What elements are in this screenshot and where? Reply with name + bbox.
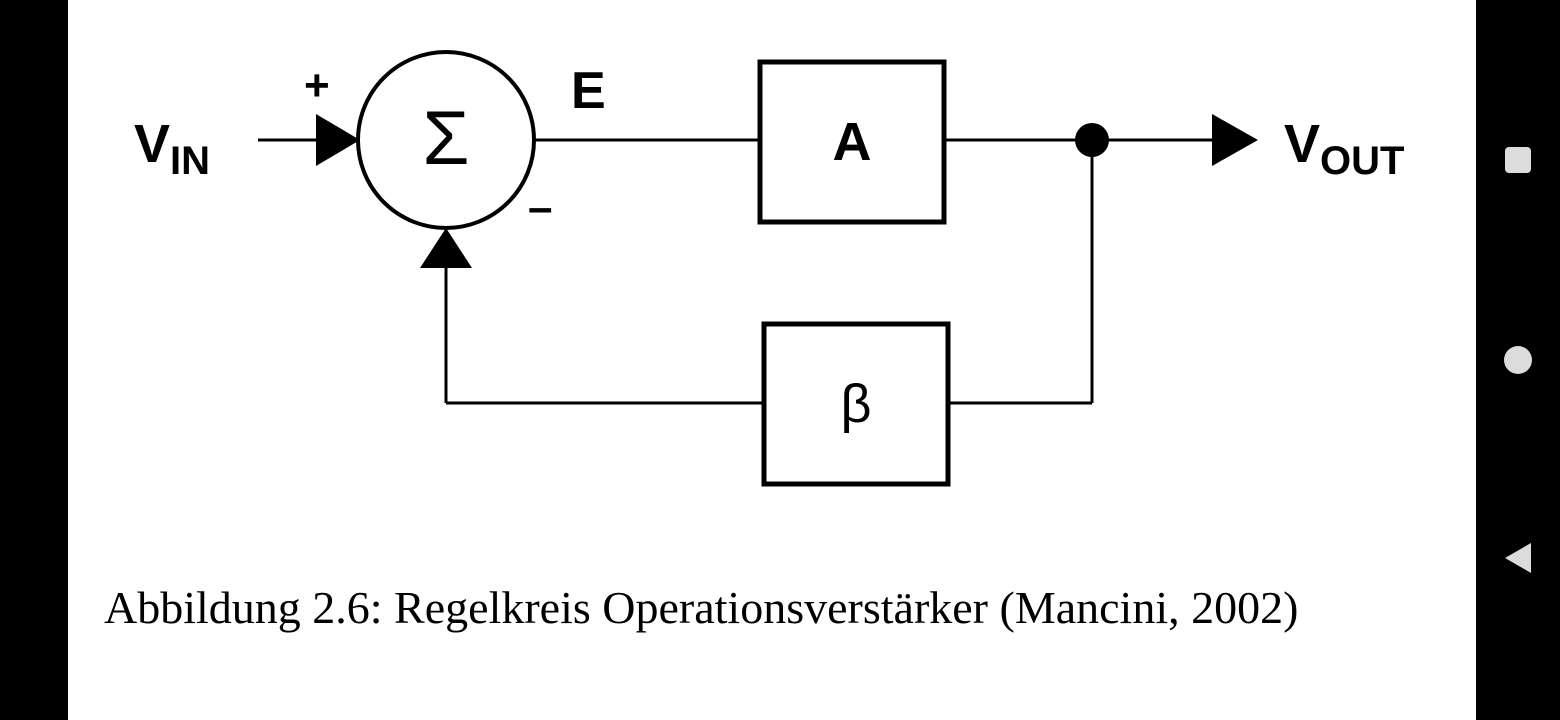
output-label-sub: OUT [1320,139,1404,183]
minus-sign: – [528,183,552,232]
back-button[interactable] [1476,516,1560,600]
forward-gain-label: A [833,112,872,172]
feedback-block-label: β [840,374,871,434]
output-arrowhead [1212,114,1258,166]
forward-gain-block [757,59,947,225]
back-triangle-icon [1505,543,1531,573]
summing-symbol: Σ [423,96,470,181]
recents-button[interactable] [1476,118,1560,202]
error-label: E [571,62,606,120]
feedback-block [761,321,951,487]
feedback-block-diagram: VIN + Σ – E A VOUT [134,50,1404,487]
plus-sign: + [304,61,330,110]
output-label-main: V [1284,114,1320,174]
document-view[interactable]: VIN + Σ – E A VOUT [68,0,1476,720]
input-label: VIN [134,114,210,183]
output-label: VOUT [1284,114,1404,183]
home-button[interactable] [1476,318,1560,402]
recents-square-icon [1505,147,1531,173]
input-label-main: V [134,114,170,174]
figure-caption: Abbildung 2.6: Regelkreis Operationsvers… [104,582,1299,633]
system-navigation-bar [1476,0,1560,720]
feedback-arrowhead [420,228,472,268]
home-circle-icon [1504,346,1532,374]
input-label-sub: IN [170,139,210,183]
input-arrowhead [316,114,360,166]
